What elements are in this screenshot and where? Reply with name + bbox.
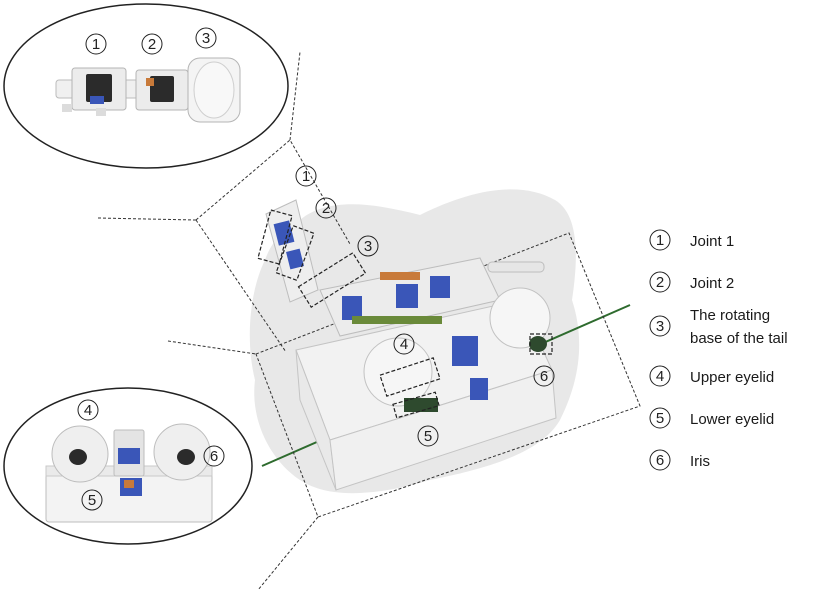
top-inset-photo	[55, 57, 241, 123]
connector-top-inset	[289, 51, 301, 141]
svg-text:1: 1	[302, 168, 310, 185]
svg-text:3: 3	[364, 238, 372, 255]
svg-text:2: 2	[148, 36, 156, 53]
connector-body-bottom	[257, 516, 319, 591]
body-callout-4: 4	[393, 333, 415, 355]
body-callout-6: 6	[533, 365, 555, 387]
svg-text:Upper eyelid: Upper eyelid	[690, 369, 774, 386]
bottom-inset-photo	[45, 423, 213, 523]
legend-item-tail-base: 3 The rotating base of the tail	[649, 307, 788, 347]
legend-item-joint-2: 2 Joint 2	[649, 271, 734, 293]
tail-callout-3: 3	[357, 235, 379, 257]
svg-text:3: 3	[202, 30, 210, 47]
tail-base-highlight-box	[297, 252, 367, 308]
body-bounding-box	[255, 232, 641, 518]
svg-text:Lower eyelid: Lower eyelid	[690, 411, 774, 428]
connector-tail-left	[97, 217, 197, 221]
iris-highlight-box	[529, 333, 553, 355]
legend-item-upper-eyelid: 4 Upper eyelid	[649, 365, 774, 387]
svg-text:4: 4	[656, 368, 664, 385]
svg-text:1: 1	[92, 36, 100, 53]
tail-callout-2: 2	[315, 197, 337, 219]
legend-item-lower-eyelid: 5 Lower eyelid	[649, 407, 774, 429]
svg-text:6: 6	[540, 368, 548, 385]
top-inset-callout-1: 1	[85, 33, 107, 55]
svg-text:3: 3	[656, 318, 664, 335]
svg-text:5: 5	[656, 410, 664, 427]
bottom-inset-callout-5: 5	[81, 489, 103, 511]
svg-text:2: 2	[322, 200, 330, 217]
top-inset-callout-2: 2	[141, 33, 163, 55]
svg-text:2: 2	[656, 274, 664, 291]
legend-item-iris: 6 Iris	[649, 449, 710, 471]
top-inset-callout-3: 3	[195, 27, 217, 49]
bottom-inset-callout-6: 6	[203, 445, 225, 467]
svg-text:The rotating: The rotating	[690, 307, 770, 324]
connector-body-left	[167, 340, 257, 355]
main-robot-photo	[265, 199, 557, 491]
svg-text:Joint 1: Joint 1	[690, 233, 734, 250]
legend-item-joint-1: 1 Joint 1	[649, 229, 734, 251]
svg-text:6: 6	[656, 452, 664, 469]
legend: 1 Joint 1 2 Joint 2 3 The rotating base …	[649, 229, 788, 471]
tail-callout-1: 1	[295, 165, 317, 187]
svg-text:4: 4	[84, 402, 92, 419]
svg-text:4: 4	[400, 336, 408, 353]
svg-text:base of the tail: base of the tail	[690, 330, 788, 347]
svg-text:1: 1	[656, 232, 664, 249]
upper-eyelid-highlight-box	[379, 357, 441, 397]
tail-wedge-lower	[195, 219, 287, 353]
svg-text:5: 5	[424, 428, 432, 445]
svg-text:6: 6	[210, 448, 218, 465]
tail-bounding-wedge	[195, 139, 351, 245]
lower-eyelid-highlight-box	[392, 391, 440, 419]
svg-text:Joint 2: Joint 2	[690, 275, 734, 292]
svg-text:Iris: Iris	[690, 453, 710, 470]
bottom-inset-callout-4: 4	[77, 399, 99, 421]
body-callout-5: 5	[417, 425, 439, 447]
svg-text:5: 5	[88, 492, 96, 509]
